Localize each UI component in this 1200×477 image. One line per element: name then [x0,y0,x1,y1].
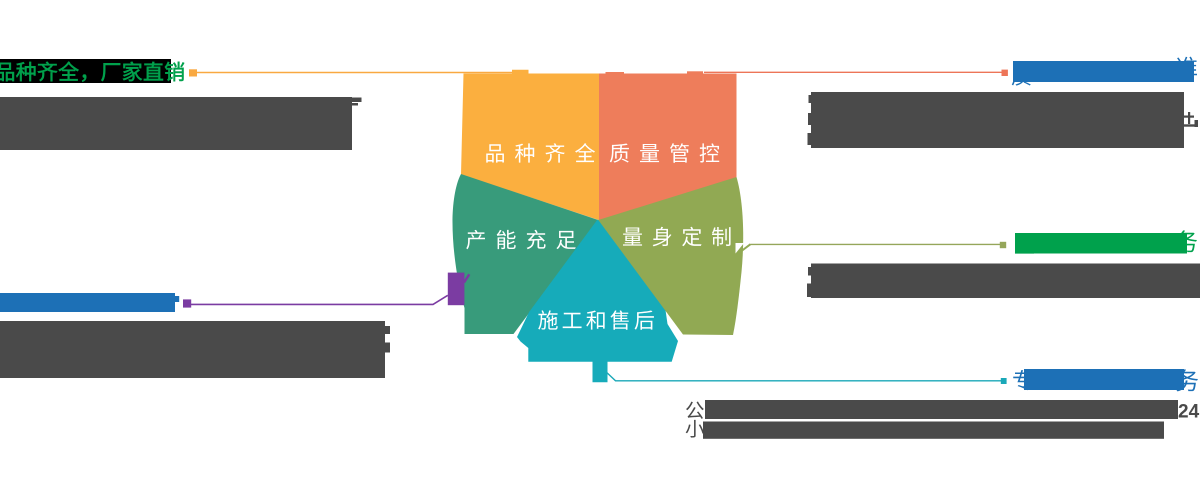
svg-text:24: 24 [1178,402,1200,423]
